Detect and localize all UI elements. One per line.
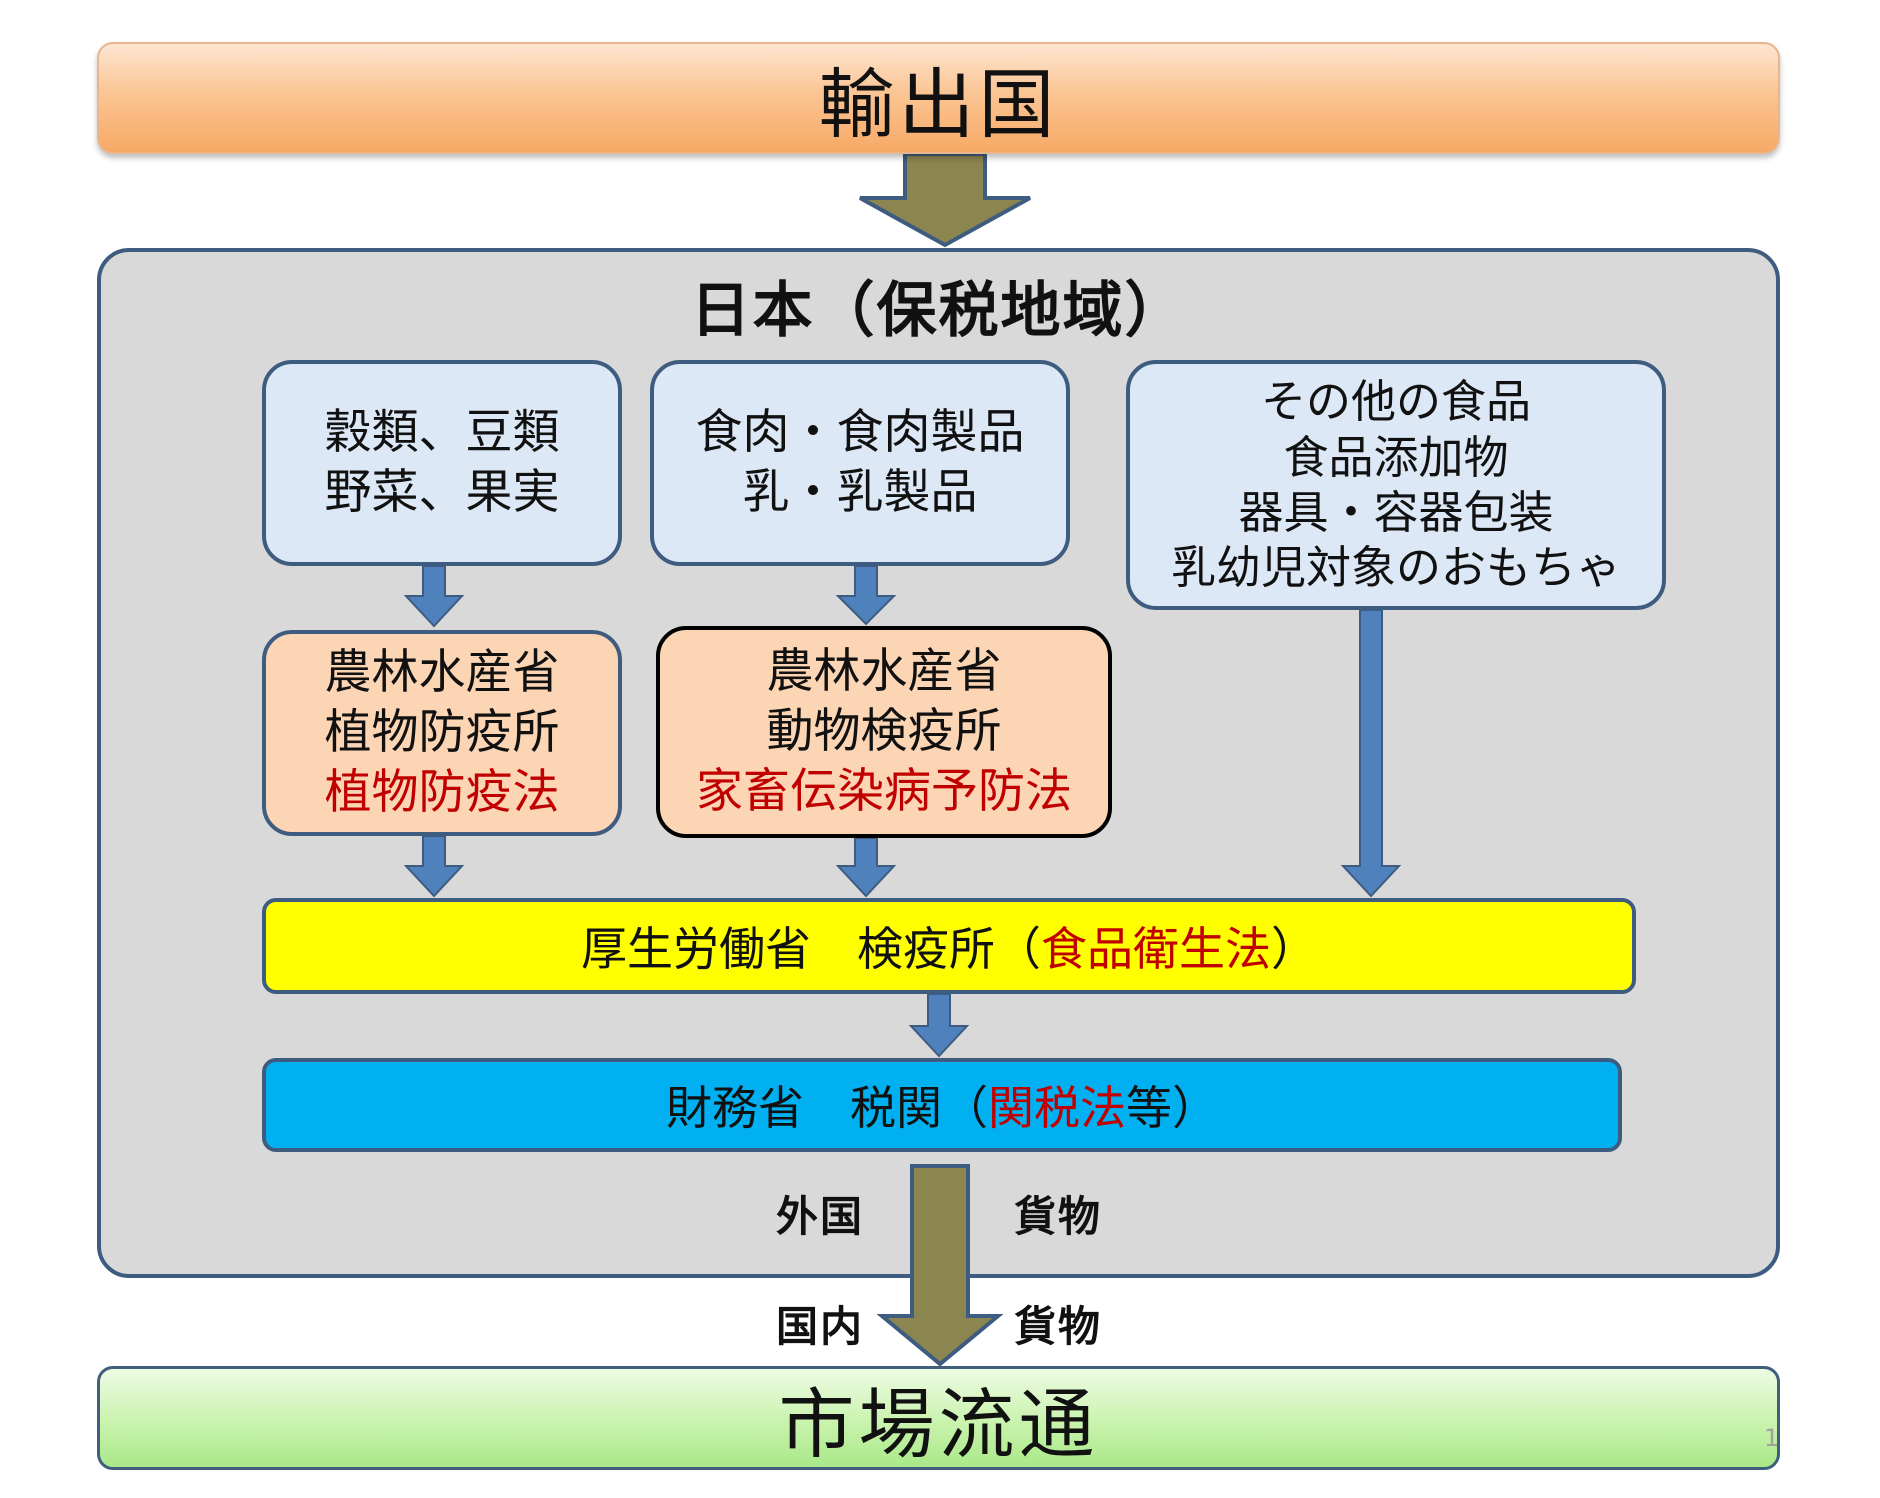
page-number: 1 — [1764, 1424, 1780, 1452]
arrow-other-foods-to-mhlw — [1340, 609, 1402, 898]
agency-ministry: 農林水産省 — [324, 644, 560, 700]
agency-office: 植物防疫所 — [324, 704, 560, 760]
food-sanitation-law: 食品衛生法 — [1041, 922, 1271, 976]
agency-ministry: 農林水産省 — [766, 643, 1002, 699]
category-grains-line: 野菜、果実 — [324, 465, 560, 520]
arrow-customs-to-market — [876, 1164, 1004, 1367]
mhlw-suffix: ） — [1271, 922, 1317, 976]
category-meat-line: 食肉・食肉製品 — [695, 404, 1025, 460]
japan-bonded-area-title: 日本（保税地域） — [690, 276, 1187, 346]
exporting-country-banner: 輸出国 — [97, 42, 1780, 154]
mhlw-prefix: 厚生労働省 検疫所（ — [581, 922, 1041, 976]
category-other-line: 器具・容器包装 — [1238, 486, 1554, 539]
arrow-exporter-to-japan — [859, 152, 1031, 248]
agency-law: 家畜伝染病予防法 — [696, 764, 1072, 820]
arrow-plant-quarantine-to-mhlw — [403, 835, 465, 898]
market-distribution-banner: 市場流通 — [97, 1366, 1780, 1470]
category-other-line: 乳幼児対象のおもちゃ — [1170, 541, 1621, 595]
exporting-country-label: 輸出国 — [818, 60, 1059, 149]
mof-prefix: 財務省 税関（ — [666, 1081, 988, 1135]
mhlw-quarantine-bar: 厚生労働省 検疫所（食品衛生法） — [262, 898, 1636, 994]
foreign-goods-label-left: 外国 — [776, 1192, 865, 1241]
category-meat-line: 乳・乳製品 — [742, 465, 978, 520]
category-meat-dairy: 食肉・食肉製品 乳・乳製品 — [650, 360, 1070, 566]
customs-law: 関税法 — [988, 1081, 1126, 1135]
category-grains-vegetables: 穀類、豆類 野菜、果実 — [262, 360, 622, 566]
category-other-foods: その他の食品 食品添加物 器具・容器包装 乳幼児対象のおもちゃ — [1126, 360, 1666, 610]
foreign-goods-label-right: 貨物 — [1014, 1192, 1103, 1241]
agency-law: 植物防疫法 — [324, 765, 560, 821]
category-other-line: 食品添加物 — [1283, 430, 1509, 484]
arrow-animal-quarantine-to-mhlw — [835, 837, 897, 898]
arrow-mhlw-to-customs — [908, 993, 970, 1058]
customs-bar: 財務省 税関（関税法等） — [262, 1058, 1622, 1152]
domestic-goods-label-left: 国内 — [776, 1302, 865, 1351]
domestic-goods-label-right: 貨物 — [1014, 1302, 1103, 1351]
mof-suffix: 等） — [1126, 1081, 1218, 1135]
category-grains-line: 穀類、豆類 — [324, 404, 560, 460]
plant-quarantine-station: 農林水産省 植物防疫所 植物防疫法 — [262, 630, 622, 836]
category-other-line: その他の食品 — [1260, 375, 1531, 429]
arrow-grains-to-plant-quarantine — [403, 565, 465, 628]
market-distribution-label: 市場流通 — [778, 1380, 1099, 1469]
animal-quarantine-service: 農林水産省 動物検疫所 家畜伝染病予防法 — [656, 626, 1112, 838]
arrow-meat-to-animal-quarantine — [835, 565, 897, 626]
agency-office: 動物検疫所 — [766, 703, 1002, 759]
